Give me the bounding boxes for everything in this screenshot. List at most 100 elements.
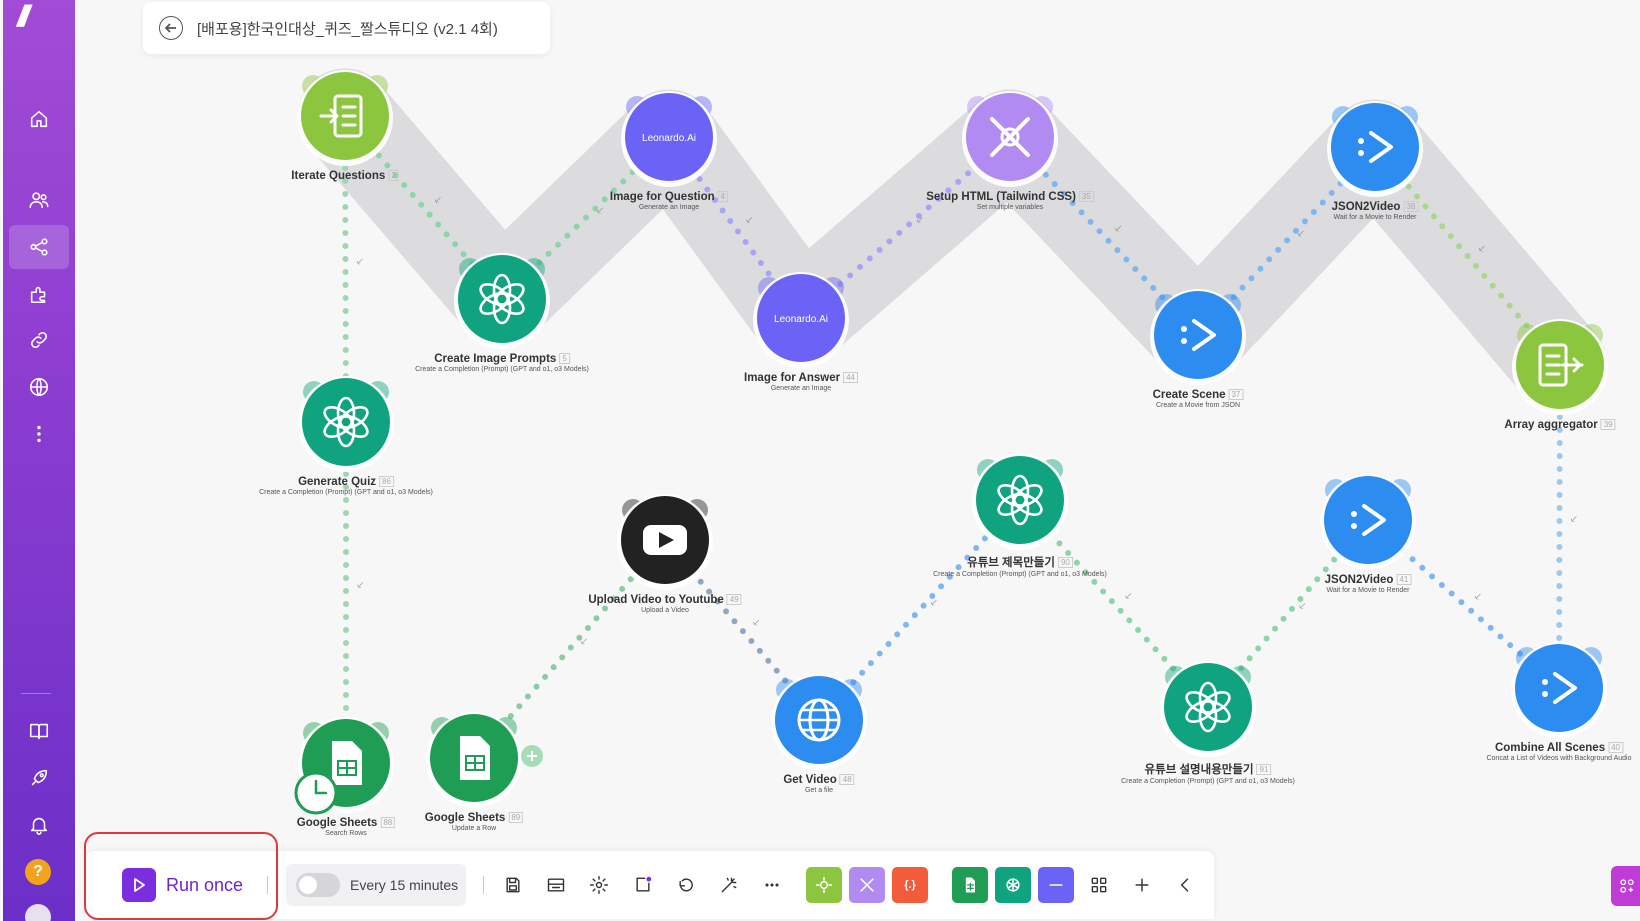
filter-wrench-icon: ⸔	[930, 597, 938, 609]
home-icon[interactable]	[9, 97, 69, 141]
help-icon[interactable]: ?	[25, 859, 51, 885]
module-gen-quiz[interactable]	[298, 376, 394, 472]
module-create-img-prompts[interactable]	[454, 253, 550, 349]
schedule-toggle[interactable]	[296, 873, 340, 897]
module-img-question[interactable]: Leonardo.Ai	[621, 91, 717, 187]
filter-wrench-icon: ⸔	[1474, 591, 1482, 603]
module-subtitle: Create a Completion (Prompt) (GPT and o1…	[259, 489, 433, 496]
connection-yt-title-get-video	[816, 497, 1023, 723]
module-array-agg[interactable]	[1512, 319, 1608, 415]
rocket-icon[interactable]	[9, 756, 69, 800]
flow-control-icon[interactable]	[806, 867, 842, 903]
connection-upload-yt-sheets-update	[471, 537, 668, 761]
openai-icon[interactable]	[995, 867, 1031, 903]
docs-icon[interactable]	[9, 709, 69, 753]
module-subtitle: Set multiple variables	[976, 204, 1044, 211]
module-upload-yt[interactable]	[617, 494, 713, 590]
text-parser-icon[interactable]: {.}	[892, 867, 928, 903]
module-setup-html[interactable]	[962, 91, 1058, 187]
notes-icon[interactable]	[540, 869, 572, 901]
filter-wrench-icon: ⸔	[596, 205, 604, 217]
filter-wrench-icon: ⸔	[1478, 243, 1486, 255]
module-combine-scenes[interactable]	[1511, 642, 1607, 738]
module-subtitle: Create a Completion (Prompt) (GPT and o1…	[415, 366, 589, 373]
module-yt-desc[interactable]	[1160, 661, 1256, 757]
sidebar-divider	[21, 693, 51, 694]
settings-icon[interactable]	[583, 869, 615, 901]
tools-icon[interactable]	[849, 867, 885, 903]
apps-icon[interactable]	[9, 272, 69, 316]
team-icon[interactable]	[9, 178, 69, 222]
connections-icon[interactable]	[9, 318, 69, 362]
module-index-badge: 40	[1608, 742, 1624, 753]
module-index-badge: 2	[388, 170, 399, 181]
module-iterate[interactable]	[297, 70, 393, 166]
auto-align-icon[interactable]	[627, 869, 659, 901]
module-index-badge: 37	[1228, 389, 1244, 400]
run-once-highlight	[84, 832, 278, 920]
ai-assistant-icon[interactable]	[1611, 866, 1640, 906]
leonardo-icon[interactable]	[1038, 867, 1074, 903]
module-json2video-2[interactable]	[1320, 474, 1416, 570]
save-icon[interactable]	[497, 869, 529, 901]
connection-array-agg-combine-scenes	[1556, 362, 1563, 691]
module-json2video-1[interactable]	[1327, 101, 1423, 197]
sidebar: /// ?	[3, 0, 75, 921]
connection-iterate-gen-quiz	[342, 113, 349, 425]
schedule-label[interactable]: Every 15 minutes	[350, 877, 459, 893]
webhooks-icon[interactable]	[9, 365, 69, 409]
grid-icon[interactable]	[1083, 869, 1115, 901]
schedule-clock-icon[interactable]	[294, 771, 338, 815]
module-get-video[interactable]	[771, 674, 867, 770]
make-logo[interactable]: ///	[17, 0, 30, 33]
add-module-plus-icon[interactable]	[521, 745, 543, 767]
undo-icon[interactable]	[670, 869, 702, 901]
module-index-badge: 41	[1396, 574, 1412, 585]
plus-icon[interactable]	[1126, 869, 1158, 901]
chevron-left-icon[interactable]	[1169, 869, 1201, 901]
connection-json2video-1-array-agg	[1372, 144, 1563, 368]
avatar[interactable]	[25, 904, 51, 921]
bell-icon[interactable]	[9, 803, 69, 847]
scenarios-icon[interactable]	[9, 225, 69, 269]
more-icon[interactable]	[756, 869, 788, 901]
module-img-answer[interactable]: Leonardo.Ai	[753, 272, 849, 368]
module-sheets-update[interactable]	[426, 712, 522, 808]
module-index-badge: 89	[508, 812, 524, 823]
filter-wrench-icon: ⸔	[580, 636, 588, 648]
module-create-scene[interactable]	[1150, 289, 1246, 385]
back-arrow-icon[interactable]	[159, 16, 183, 40]
run-once-button[interactable]: Run once	[122, 868, 243, 902]
google-sheets-icon[interactable]	[952, 867, 988, 903]
module-subtitle: Update a Row	[451, 825, 497, 832]
module-yt-title[interactable]	[972, 454, 1068, 550]
scenario-title[interactable]: [배포용]한국인대상_퀴즈_짤스튜디오 (v2.1 4회)	[197, 20, 498, 38]
schedule-control[interactable]: Every 15 minutes	[286, 864, 466, 906]
more-icon[interactable]	[9, 412, 69, 456]
module-index-badge: 4	[717, 191, 729, 202]
magic-wand-icon[interactable]	[713, 869, 745, 901]
